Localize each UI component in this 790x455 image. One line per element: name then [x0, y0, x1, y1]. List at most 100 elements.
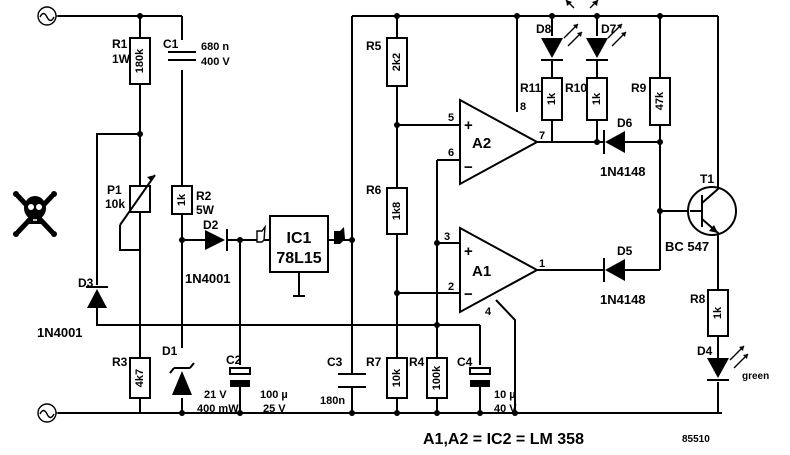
- d2-part: 1N4001: [185, 271, 231, 286]
- a1-ref: A1: [472, 263, 491, 280]
- ic1-part: 78L15: [276, 250, 321, 267]
- capacitor-c1: C1 680 n 400 V: [163, 37, 230, 68]
- r10-value: 1k: [591, 92, 603, 105]
- r5-value: 2k2: [391, 53, 403, 71]
- light-coupling-arrows: [565, 0, 599, 9]
- d1-spec-line1: 21 V: [204, 389, 227, 401]
- resistor-r4: 100k R4: [409, 355, 448, 399]
- wiring: [58, 15, 722, 414]
- resistor-r8: 1k R8: [690, 289, 729, 337]
- r10-ref: R10: [565, 81, 587, 95]
- ac-source-icon: [37, 6, 58, 26]
- a2-pin-out: 7: [539, 130, 545, 142]
- diode-d6: D6 1N4148: [600, 116, 646, 179]
- d6-ref: D6: [617, 116, 633, 130]
- resistor-r5: 2k2 R5: [366, 37, 408, 87]
- d4-ref: D4: [697, 344, 713, 358]
- ic1-ref: IC1: [287, 230, 312, 247]
- r2-ref: R2: [196, 189, 212, 203]
- d6-part: 1N4148: [600, 164, 646, 179]
- c2-ref: C2: [226, 353, 242, 367]
- diode-d2: D2 1N4001: [185, 218, 231, 286]
- p1-value: 10k: [105, 197, 125, 211]
- capacitor-c3: C3 180n: [320, 355, 366, 407]
- capacitor-c4: C4 10 µ 40 V: [457, 355, 517, 415]
- r2-spec: 5W: [196, 203, 215, 217]
- capacitor-c2: C2 100 µ 25 V: [226, 353, 288, 415]
- d4-color: green: [742, 371, 769, 382]
- resistor-r7: 10k R7: [366, 355, 408, 399]
- r11-value: 1k: [546, 92, 558, 105]
- d5-ref: D5: [617, 244, 633, 258]
- potentiometer-p1: P1 10k: [105, 174, 156, 226]
- led-d7: D7: [586, 22, 627, 61]
- diode-d3: D3 1N4001: [37, 276, 108, 340]
- r5-ref: R5: [366, 39, 382, 53]
- r1-value: 180k: [134, 48, 146, 73]
- transistor-t1: T1 BC 547: [665, 172, 737, 254]
- a2-pin-supply: 8: [520, 101, 526, 113]
- regulator-ic1: IC1 78L15: [256, 215, 345, 273]
- c2-value-line2: 25 V: [263, 403, 286, 415]
- junction-dots: [137, 13, 663, 416]
- led-d4: D4 green: [697, 344, 769, 382]
- opamp-a2: A2 + − 5 6 7 8: [448, 98, 545, 186]
- a1-pin-minus: 2: [448, 281, 454, 293]
- r1-ref: R1: [112, 37, 128, 51]
- footnote: A1,A2 = IC2 = LM 358: [423, 431, 584, 448]
- drawing-number: 85510: [682, 434, 710, 445]
- r2-value: 1k: [176, 193, 188, 206]
- a1-plus-sign: +: [464, 243, 473, 260]
- r6-value: 1k8: [391, 202, 403, 220]
- d1-ref: D1: [162, 344, 178, 358]
- resistor-r2: 1k R2 5W: [171, 185, 215, 217]
- c3-value: 180n: [320, 395, 345, 407]
- r11-ref: R11: [520, 81, 542, 95]
- r8-value: 1k: [712, 306, 724, 319]
- a2-minus-sign: −: [464, 159, 473, 176]
- opamp-a1: A1 + − 3 2 1 4: [444, 226, 545, 318]
- a1-pin-out: 1: [539, 258, 545, 270]
- a1-pin-plus: 3: [444, 231, 450, 243]
- r7-value: 10k: [391, 368, 403, 387]
- diode-d5: D5 1N4148: [600, 244, 646, 307]
- resistor-r1: 180k R1 1W: [112, 37, 151, 85]
- c4-ref: C4: [457, 355, 473, 369]
- a2-pin-plus: 5: [448, 112, 454, 124]
- r3-ref: R3: [112, 355, 128, 369]
- zener-diode-d1: D1 21 V 400 mW: [162, 344, 239, 415]
- r3-value: 4k7: [134, 369, 146, 387]
- c2-value-line1: 100 µ: [260, 389, 288, 401]
- t1-ref: T1: [700, 172, 714, 186]
- r9-ref: R9: [631, 81, 647, 95]
- c4-value-line2: 40 V: [494, 403, 517, 415]
- a1-pin-gnd: 4: [485, 306, 492, 318]
- r6-ref: R6: [366, 183, 382, 197]
- led-d8: D8: [536, 22, 583, 61]
- r7-ref: R7: [366, 355, 382, 369]
- d1-spec-line2: 400 mW: [197, 403, 239, 415]
- t1-part: BC 547: [665, 239, 709, 254]
- a2-plus-sign: +: [464, 117, 473, 134]
- ac-source-icon: [37, 403, 58, 423]
- c3-ref: C3: [327, 355, 343, 369]
- r9-value: 47k: [654, 91, 666, 110]
- a2-ref: A2: [472, 135, 491, 152]
- d3-ref: D3: [78, 276, 94, 290]
- c1-value-line1: 680 n: [201, 41, 229, 53]
- r4-value: 100k: [431, 365, 443, 390]
- d7-ref: D7: [601, 22, 617, 36]
- a2-pin-minus: 6: [448, 147, 454, 159]
- d5-part: 1N4148: [600, 292, 646, 307]
- c4-value-line1: 10 µ: [494, 389, 516, 401]
- r8-ref: R8: [690, 292, 706, 306]
- resistor-r3: 4k7 R3: [112, 355, 151, 399]
- r4-ref: R4: [409, 355, 425, 369]
- resistor-r9: 47k R9: [631, 77, 671, 126]
- c1-ref: C1: [163, 37, 179, 51]
- skull-crossbones-icon: [13, 191, 57, 237]
- c1-value-line2: 400 V: [201, 56, 230, 68]
- d3-part: 1N4001: [37, 325, 83, 340]
- p1-ref: P1: [107, 183, 122, 197]
